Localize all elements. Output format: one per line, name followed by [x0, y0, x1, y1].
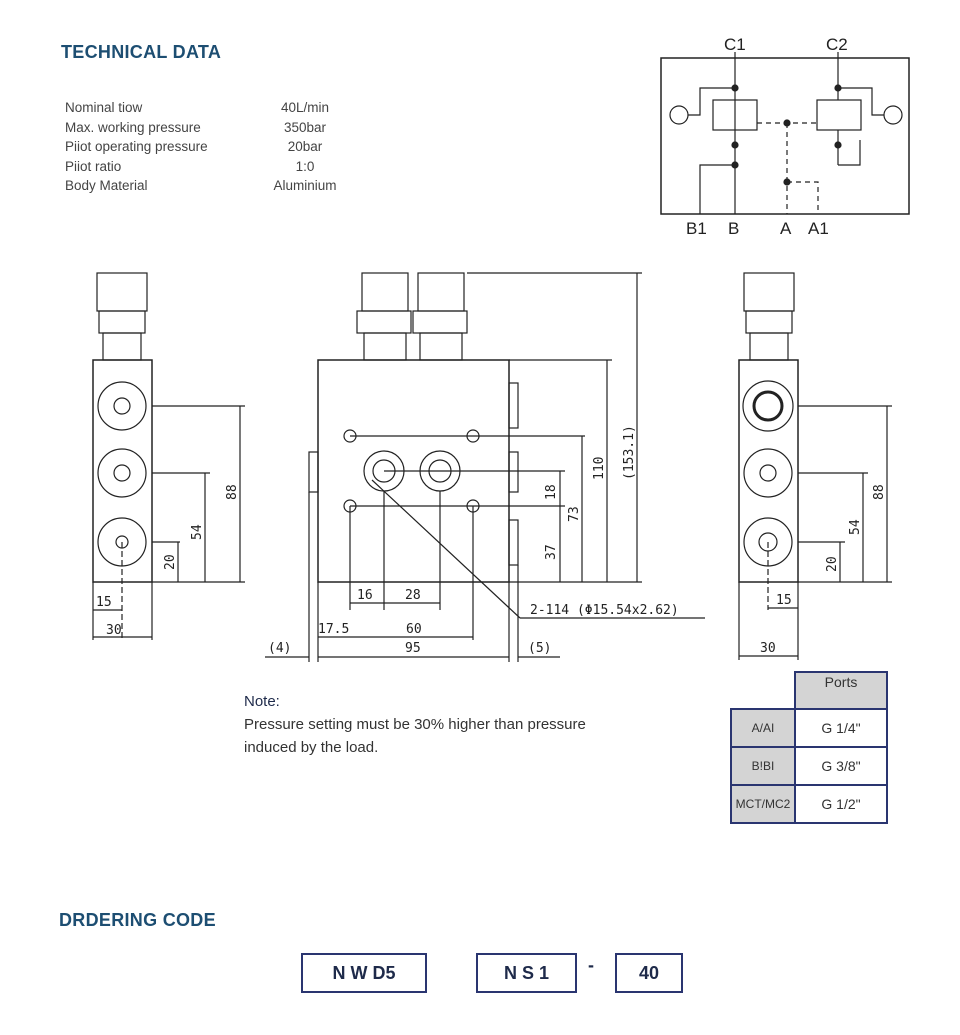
spec-row: Body Material Aluminium	[65, 178, 355, 198]
port-size: G 1/4"	[794, 708, 888, 748]
spec-value: 1:0	[295, 158, 315, 174]
dim-label: 88	[225, 484, 240, 500]
ordering-code-part: 40	[615, 953, 683, 993]
spec-row: Max. working pressure 350bar	[65, 120, 355, 140]
spec-label: Body Material	[65, 178, 148, 193]
port-label-c2: C2	[826, 35, 848, 54]
dim-label: 54	[848, 519, 863, 535]
dim-label: 20	[163, 554, 178, 570]
port-label-b: B	[728, 219, 739, 238]
spec-label: Nominal tiow	[65, 100, 143, 115]
spec-value: 20bar	[287, 139, 323, 154]
dim-label: 17.5	[318, 622, 349, 637]
front-view: 16 28 17.5 60 95 (4) (5) 2-114 (Φ15.54x2…	[265, 272, 705, 662]
dim-label: 54	[190, 524, 205, 540]
dim-label: 18	[544, 484, 559, 500]
spec-row: Piiot operating pressure 20bar	[65, 139, 355, 159]
port-name: MCT/MC2	[730, 784, 796, 824]
spec-label: Max. working pressure	[65, 119, 201, 135]
left-side-view: 15 30 20 54 88	[92, 272, 245, 640]
ordering-code-title: DRDERING CODE	[59, 910, 216, 930]
dim-label: 15	[96, 595, 112, 610]
port-size: G 1/2"	[794, 784, 888, 824]
dim-label: 60	[406, 622, 422, 637]
technical-data-list: Nominal tiow 40L/min Max. working pressur…	[65, 100, 355, 198]
spec-value: 350bar	[283, 119, 327, 135]
technical-data-title: TECHNICAL DATA	[61, 42, 222, 62]
oring-label: 2-114 (Φ15.54x2.62)	[530, 603, 679, 618]
spec-label: Piiot operating pressure	[65, 139, 208, 154]
dim-label: 20	[825, 556, 840, 572]
port-label-a: A	[780, 219, 792, 238]
dim-label: 15	[776, 593, 792, 608]
dim-label: (4)	[268, 641, 291, 656]
spec-row: Nominal tiow 40L/min	[65, 100, 355, 120]
spec-row: Piiot ratio 1:0	[65, 159, 355, 179]
note-title: Note:	[244, 693, 280, 710]
ordering-code-part: N S 1	[476, 953, 577, 993]
note: Note: Pressure setting must be 30% highe…	[244, 690, 586, 759]
dim-label: 110	[592, 457, 607, 480]
port-name: A/AI	[730, 708, 796, 748]
dim-label: 30	[760, 641, 776, 656]
port-size: G 3/8"	[794, 746, 888, 786]
port-label-b1: B1	[686, 219, 707, 238]
spec-value: 40L/min	[280, 100, 330, 115]
dim-label: 88	[872, 484, 887, 500]
dim-label: 37	[544, 544, 559, 560]
spec-label: Piiot ratio	[65, 158, 122, 174]
dim-label: 16	[357, 588, 373, 603]
dim-label: 28	[405, 588, 421, 603]
ordering-code-separator: -	[588, 955, 594, 975]
dim-label: 30	[106, 623, 122, 638]
spec-value: Aluminium	[273, 178, 337, 193]
dim-label: 95	[405, 641, 421, 656]
port-label-c1: C1	[724, 35, 746, 54]
right-side-view: 15 30 20 54 88	[738, 272, 892, 660]
ports-header: Ports	[794, 671, 888, 710]
dim-label: 73	[567, 506, 582, 522]
dim-label: (153.1)	[622, 425, 637, 480]
dim-label: (5)	[528, 641, 551, 656]
port-name: B!BI	[730, 746, 796, 786]
note-line: induced by the load.	[244, 739, 379, 756]
hydraulic-schematic: C1 C2 B1 B A A1	[660, 35, 910, 238]
note-line: Pressure setting must be 30% higher than…	[244, 716, 586, 733]
ordering-code-part: N W D5	[301, 953, 427, 993]
port-label-a1: A1	[808, 219, 829, 238]
